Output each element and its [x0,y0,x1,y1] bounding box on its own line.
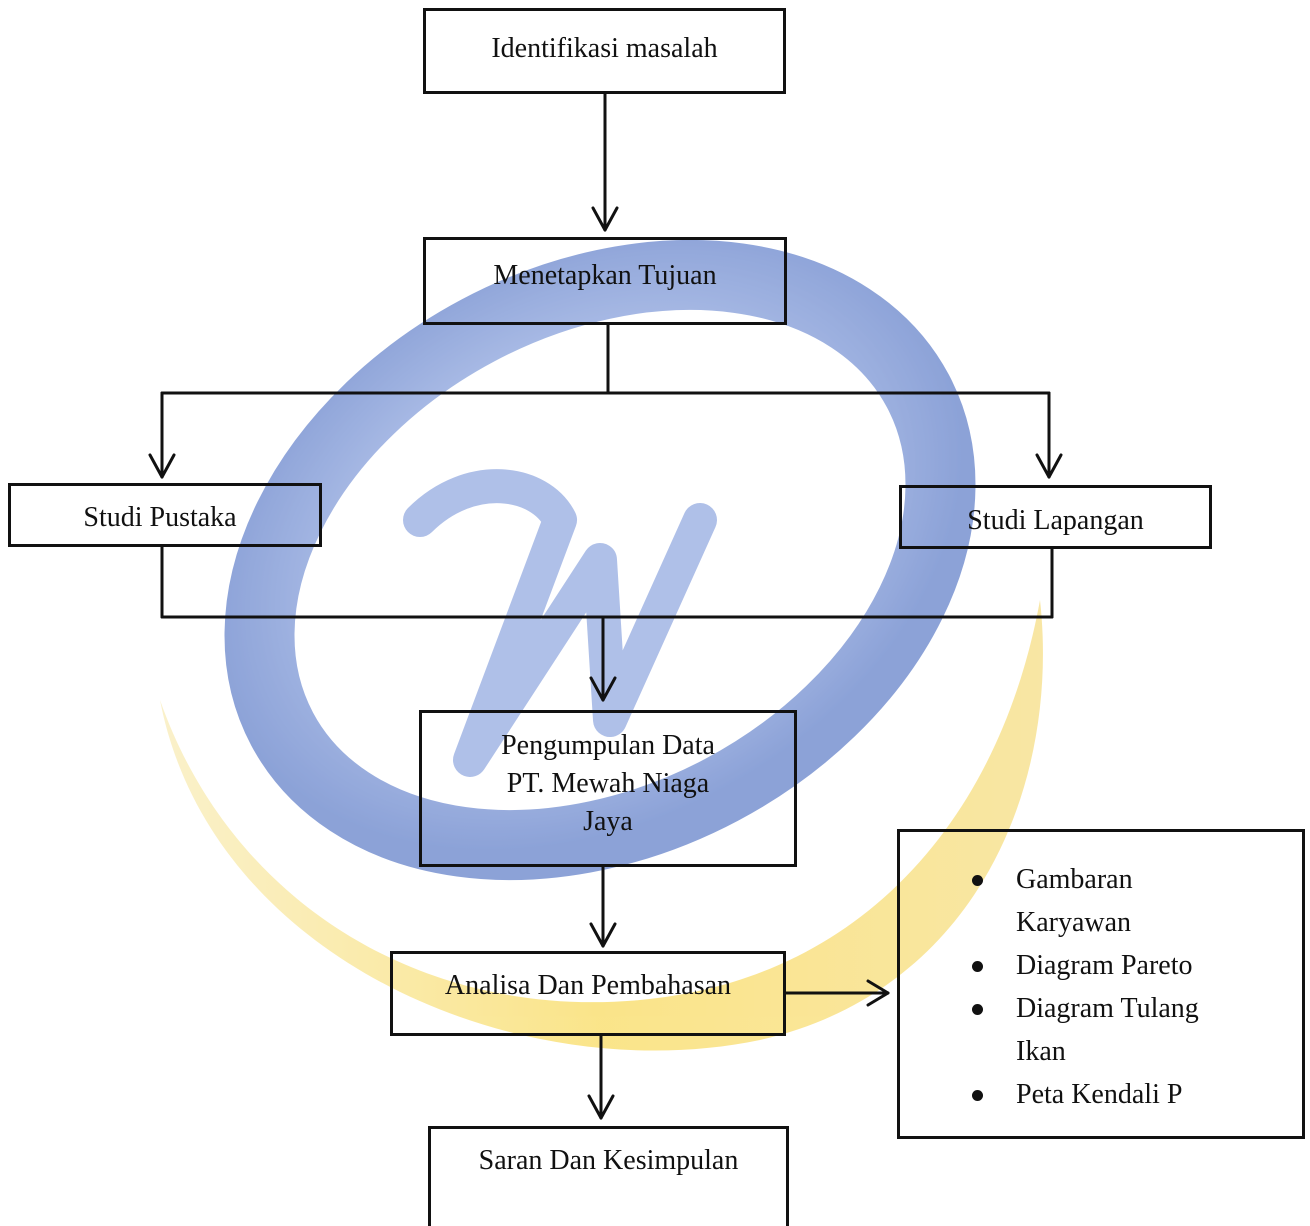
method-item: Diagram Pareto [972,944,1272,987]
arrowhead-pengumpulan [589,676,617,702]
node-saran-label: Saran Dan Kesimpulan [478,1145,739,1176]
node-pengumpulan-line-2: PT. Mewah Niaga [506,768,710,799]
node-identifikasi-label: Identifikasi masalah [491,33,718,64]
arrowhead-analisa [589,922,617,948]
arrowhead-methods [866,979,890,1007]
node-analisa-label: Analisa Dan Pembahasan [444,970,732,1001]
node-saran-kesimpulan: Saran Dan Kesimpulan [428,1126,789,1226]
bullet-icon [972,1004,983,1015]
method-3-line-1: Diagram Tulang [1016,993,1199,1024]
arrowhead-tujuan [591,206,619,232]
node-lapangan-label: Studi Lapangan [967,505,1144,536]
node-pengumpulan-data: Pengumpulan Data PT. Mewah Niaga Jaya [419,710,797,867]
watermark-blue-ring [224,239,976,881]
arrowhead-pustaka [148,453,176,479]
node-menetapkan-tujuan: Menetapkan Tujuan [423,237,787,325]
node-pengumpulan-line-1: Pengumpulan Data [501,730,715,761]
node-identifikasi-masalah: Identifikasi masalah [423,8,786,94]
method-2-line-1: Diagram Pareto [1016,950,1193,981]
method-3-line-2: Ikan [1016,1036,1066,1067]
node-studi-pustaka: Studi Pustaka [8,483,322,547]
method-1-line-1: Gambaran [1016,864,1133,895]
connectors [148,92,1063,1120]
arrowhead-saran [587,1094,615,1120]
watermark-logo [160,239,1043,1051]
method-4-line-1: Peta Kendali P [1016,1079,1183,1110]
node-analisa-pembahasan: Analisa Dan Pembahasan [390,951,786,1036]
bullet-icon [972,961,983,972]
node-studi-lapangan: Studi Lapangan [899,485,1212,549]
node-tujuan-label: Menetapkan Tujuan [493,260,717,291]
node-pengumpulan-text: Pengumpulan Data PT. Mewah Niaga Jaya [501,727,715,841]
method-1-line-2: Karyawan [1016,907,1132,938]
watermark-w-letter [403,469,717,777]
bullet-icon [972,875,983,886]
arrowhead-lapangan [1035,453,1063,479]
node-pengumpulan-line-3: Jaya [583,806,633,837]
bullet-icon [972,1090,983,1101]
node-pustaka-label: Studi Pustaka [83,502,237,533]
method-item: Peta Kendali P [972,1073,1272,1116]
